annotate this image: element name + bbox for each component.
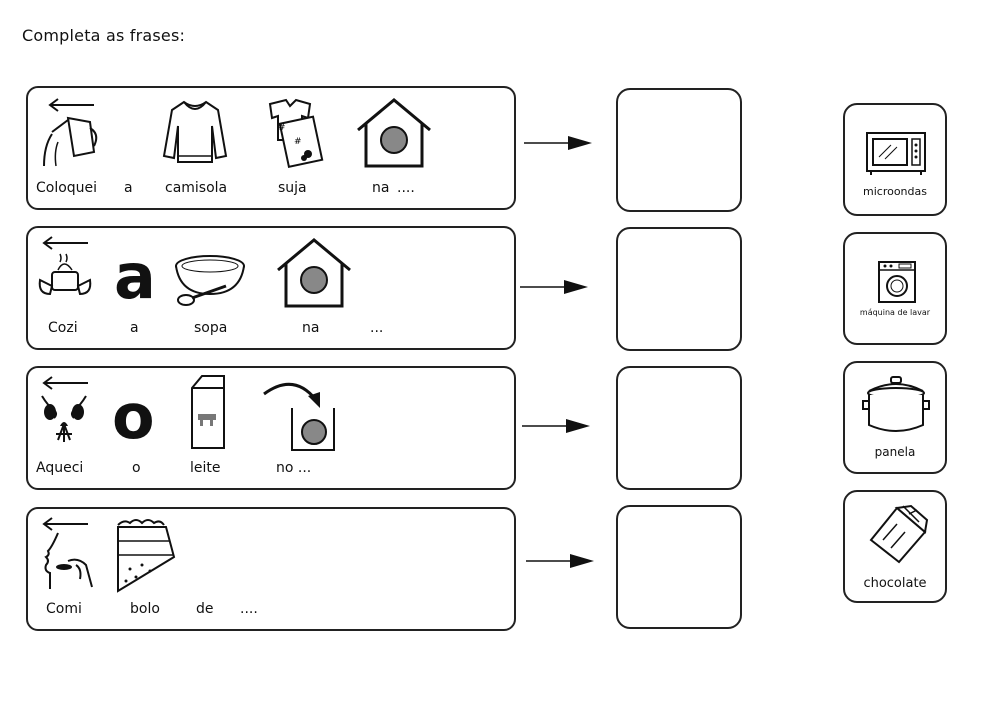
word: camisola [165, 180, 228, 196]
warming-hands-fire-icon [41, 395, 87, 442]
word: bolo [130, 601, 160, 617]
pouring-jug-icon [43, 116, 98, 167]
past-tense-arrow-icon [42, 236, 88, 250]
answer-drop-slot-2[interactable] [616, 227, 742, 351]
instructions-title: Completa as frases: [22, 26, 186, 45]
word: a [124, 180, 133, 196]
letter-a: a [114, 240, 156, 313]
past-tense-arrow-icon [42, 376, 88, 390]
microwave-icon [866, 132, 926, 175]
word: na [302, 320, 320, 336]
arrow-icon [524, 136, 592, 150]
milk-carton-icon [191, 375, 225, 449]
word: sopa [194, 320, 228, 336]
arrow-icon [522, 419, 590, 433]
cake-slice-icon [117, 519, 176, 593]
house-icon [357, 98, 431, 168]
word: no ... [276, 460, 312, 476]
option-card-microwave[interactable]: microondas [843, 103, 947, 216]
word: Coloquei [36, 180, 98, 196]
svg-text:#: # [278, 123, 286, 133]
word: na [372, 180, 390, 196]
arrow-icon [520, 280, 588, 294]
dirty-clothes-icon: ## [268, 98, 324, 169]
option-label: microondas [863, 185, 927, 198]
word: Comi [46, 601, 82, 617]
option-label: panela [874, 445, 916, 459]
word: suja [278, 180, 307, 196]
in-container-icon [263, 382, 335, 451]
arrow-icon [526, 554, 594, 568]
chocolate-icon [869, 504, 929, 564]
word: .... [397, 180, 415, 196]
word: .... [240, 601, 258, 617]
word: o [132, 460, 141, 476]
option-label: máquina de lavar [859, 308, 931, 317]
sweater-icon [162, 100, 228, 163]
option-card-chocolate[interactable]: chocolate [843, 490, 947, 603]
house-icon [277, 238, 351, 308]
word: Aqueci [36, 460, 84, 476]
eating-person-icon [44, 532, 93, 589]
answer-drop-slot-1[interactable] [616, 88, 742, 212]
past-tense-arrow-icon [42, 517, 88, 531]
word: Cozi [48, 320, 78, 336]
sentence-row-3: o Aqueci o leite no ... [26, 366, 516, 490]
word: a [130, 320, 139, 336]
sentence-row-2: a Cozi a sopa na ... [26, 226, 516, 350]
option-card-pot[interactable]: panela [843, 361, 947, 474]
past-tense-arrow-icon [48, 98, 94, 112]
svg-text:#: # [294, 137, 302, 147]
word: de [196, 601, 214, 617]
sentence-row-4: Comi bolo de .... [26, 507, 516, 631]
word: leite [190, 460, 221, 476]
soup-bowl-icon [175, 255, 245, 306]
answer-drop-slot-4[interactable] [616, 505, 742, 629]
pot-icon [862, 376, 930, 432]
option-card-washing-machine[interactable]: máquina de lavar [843, 232, 947, 345]
cooking-pot-hands-icon [38, 253, 92, 296]
washing-machine-icon [878, 261, 916, 303]
sentence-row-1: ## Coloquei a camisola suja na .... [26, 86, 516, 210]
letter-o: o [112, 380, 155, 453]
answer-drop-slot-3[interactable] [616, 366, 742, 490]
word: ... [370, 320, 384, 336]
option-label: chocolate [863, 576, 927, 591]
